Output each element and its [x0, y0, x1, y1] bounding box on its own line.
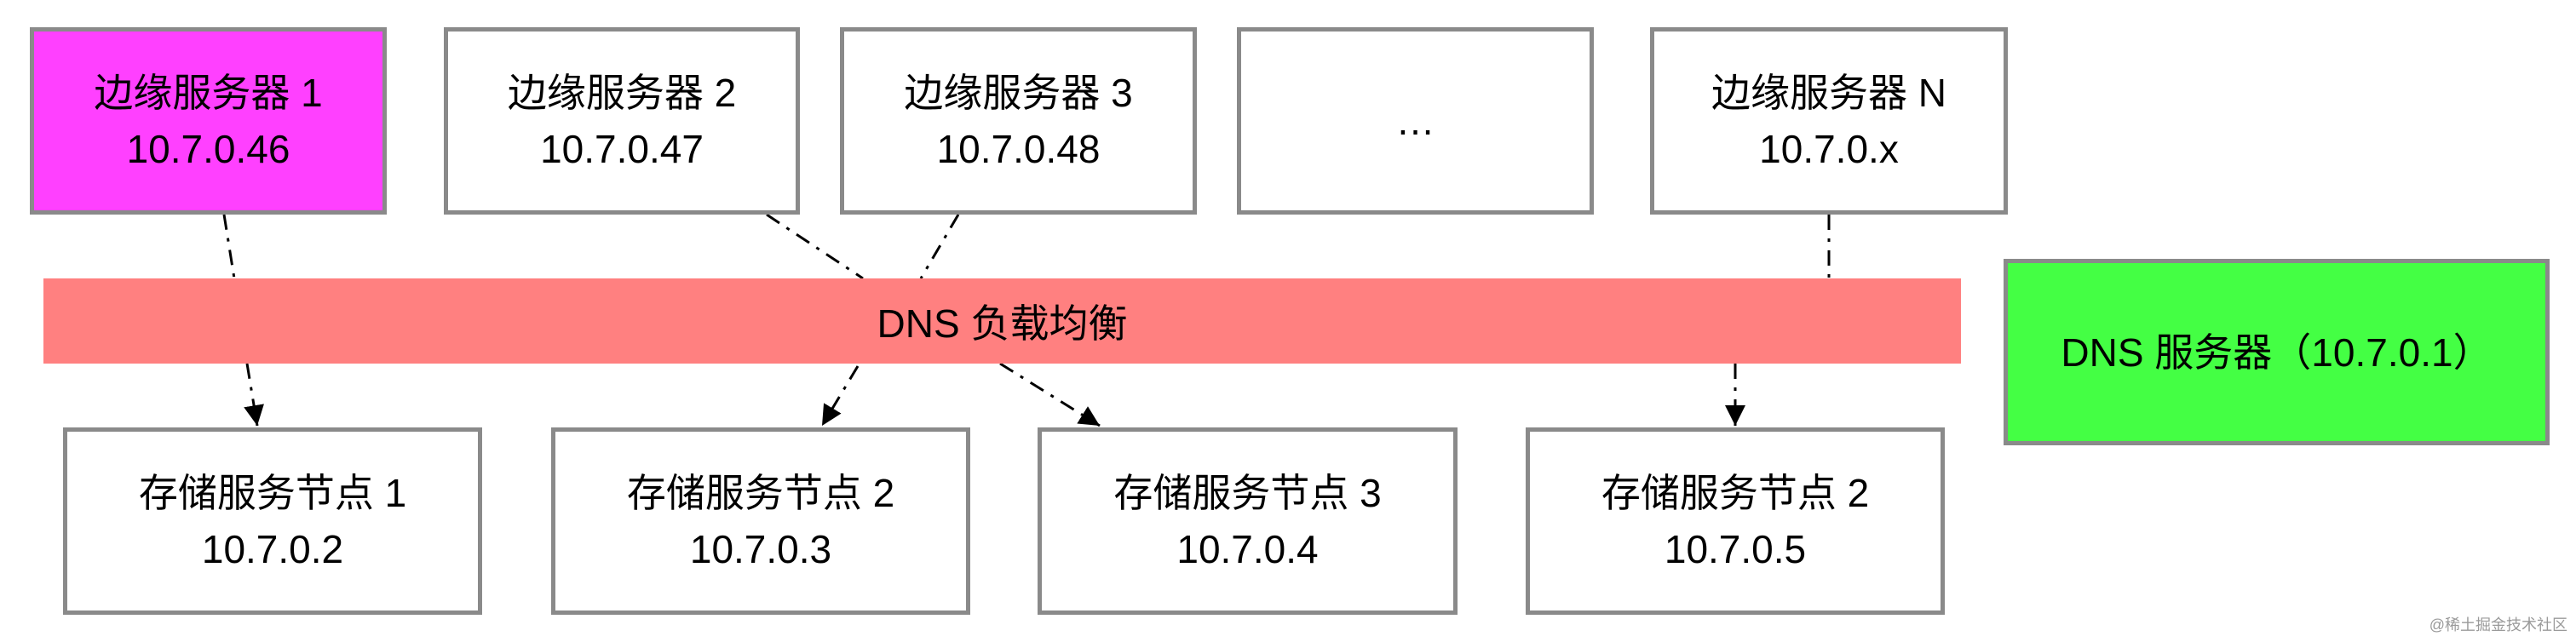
edge-server-n: 边缘服务器 N 10.7.0.x [1650, 27, 2008, 215]
lb-to-storage2-arrow [820, 365, 860, 427]
edge-server-name: 边缘服务器 3 [904, 71, 1133, 115]
storage-node-1: 存储服务节点 1 10.7.0.2 [63, 427, 482, 615]
storage-node-4: 存储服务节点 2 10.7.0.5 [1526, 427, 1945, 615]
edge-server-ip: 10.7.0.48 [936, 127, 1101, 171]
edge-server-name: 边缘服务器 1 [94, 71, 323, 115]
edge1-to-lb-line [222, 214, 236, 279]
edge-server-ellipsis: … [1237, 27, 1594, 215]
storage-node-name: 存储服务节点 3 [1113, 471, 1382, 515]
storage-node-ip: 10.7.0.5 [1664, 527, 1807, 571]
storage-node-2: 存储服务节点 2 10.7.0.3 [551, 427, 970, 615]
edge-server-ip: 10.7.0.46 [126, 127, 290, 171]
watermark: @稀土掘金技术社区 [2429, 616, 2567, 633]
edge3-to-lb-line [919, 214, 960, 279]
storage-node-name: 存储服务节点 2 [626, 471, 895, 515]
lb-to-storage1-arrow [244, 363, 264, 427]
storage-node-ip: 10.7.0.3 [689, 527, 832, 571]
edge-server-2: 边缘服务器 2 10.7.0.47 [444, 27, 800, 215]
load-balancer-label: DNS 负载均衡 [877, 301, 1128, 346]
storage-node-3: 存储服务节点 3 10.7.0.4 [1038, 427, 1458, 615]
edge2-to-lb-line [766, 213, 864, 280]
edge-server-3: 边缘服务器 3 10.7.0.48 [840, 27, 1197, 215]
edge-server-name: 边缘服务器 2 [507, 71, 737, 115]
dns-server-label: DNS 服务器（10.7.0.1） [2061, 330, 2493, 375]
lb-to-storage3-arrow [999, 362, 1101, 427]
dns-server: DNS 服务器（10.7.0.1） [2004, 259, 2550, 445]
storage-node-name: 存储服务节点 1 [138, 471, 407, 515]
dns-load-balancer: DNS 负载均衡 [43, 278, 1961, 364]
edge-server-ip: 10.7.0.47 [540, 127, 704, 171]
storage-node-ip: 10.7.0.4 [1176, 527, 1319, 571]
edge-server-ip: 10.7.0.x [1759, 127, 1899, 171]
ellipsis-label: … [1395, 99, 1435, 143]
storage-node-name: 存储服务节点 2 [1601, 471, 1870, 515]
storage-node-ip: 10.7.0.2 [201, 527, 344, 571]
edge-server-name: 边缘服务器 N [1711, 71, 1946, 115]
edge-server-1: 边缘服务器 1 10.7.0.46 [30, 27, 387, 215]
